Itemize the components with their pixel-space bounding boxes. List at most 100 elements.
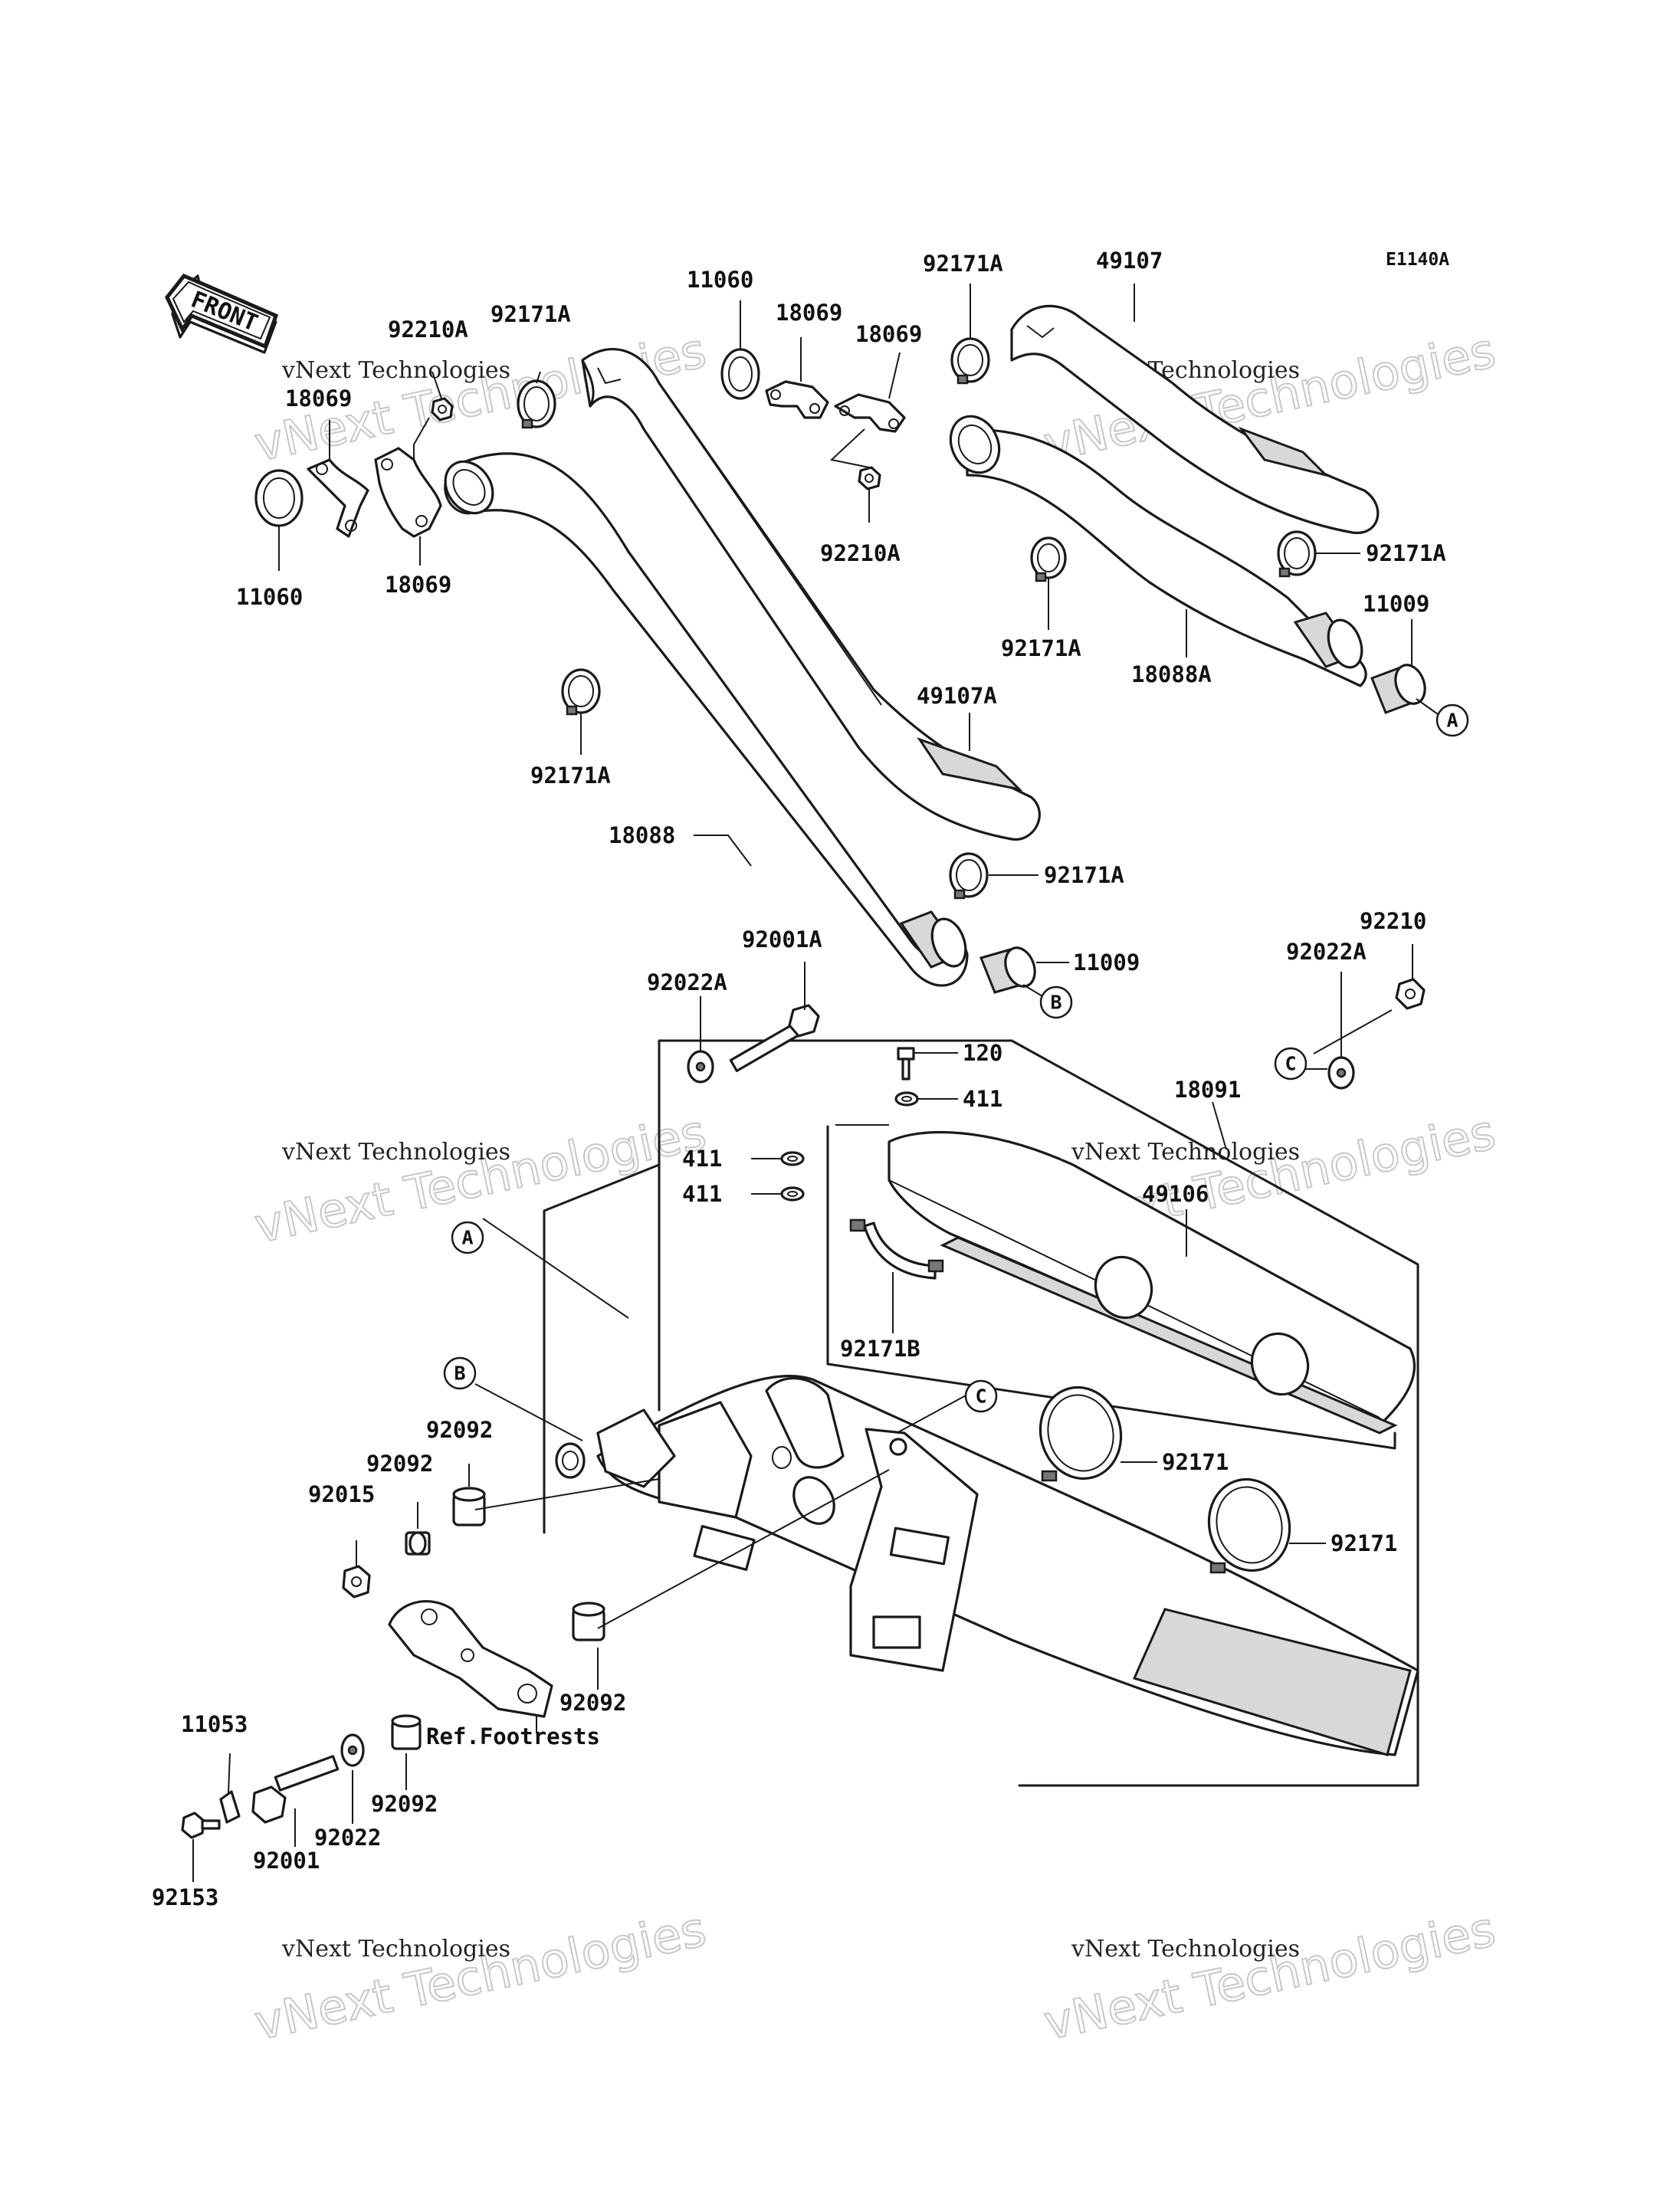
label-92001A: 92001A: [742, 926, 822, 953]
gasket-11060-top: [720, 348, 760, 400]
label-92171A: 92171A: [923, 251, 1003, 277]
label-18069: 18069: [385, 572, 451, 598]
muffler-18091: [543, 1039, 1419, 1787]
bushing-92092-d: [391, 1714, 422, 1750]
label-92092: 92092: [371, 1791, 438, 1817]
callout-C-top: C: [1274, 1047, 1308, 1080]
nut-92015: [342, 1565, 371, 1599]
svg-text:C: C: [1285, 1053, 1296, 1075]
nut-92210: [1395, 978, 1426, 1010]
label-411: 411: [963, 1086, 1002, 1112]
clamp-92171B: [849, 1218, 944, 1280]
bolt-120: [897, 1047, 915, 1080]
gasket-11060-left: [254, 469, 304, 527]
sleeve-11009-middle: [979, 946, 1036, 994]
label-120: 120: [963, 1040, 1002, 1066]
callout-A-top: A: [1436, 703, 1469, 737]
label-92171B: 92171B: [840, 1336, 920, 1362]
label-49107A: 49107A: [917, 683, 997, 709]
label-92022: 92022: [314, 1825, 381, 1851]
svg-text:vNext Technologies: vNext Technologies: [1039, 1900, 1500, 2051]
label-11060: 11060: [687, 267, 753, 293]
label-11053: 11053: [181, 1711, 248, 1737]
label-11009: 11009: [1363, 591, 1429, 617]
clamp-92171A-top-left: [517, 379, 556, 429]
clamp-92171-a: [1039, 1385, 1123, 1482]
leader-lines: [192, 284, 1413, 1882]
label-18069: 18069: [855, 321, 922, 347]
bolt-92001A: [729, 1004, 820, 1073]
callout-B-top: B: [1039, 985, 1073, 1019]
label-92022A: 92022A: [1286, 939, 1367, 965]
label-92171: 92171: [1331, 1530, 1397, 1556]
svg-text:A: A: [461, 1227, 473, 1249]
footrest-bracket: [388, 1600, 553, 1718]
label-92171A: 92171A: [1366, 540, 1446, 566]
label-92171A: 92171A: [1001, 635, 1081, 661]
label-18088: 18088: [609, 822, 675, 848]
watermark-text: vNext Technologies: [1071, 1936, 1300, 1963]
label-ref-footrests: Ref.Footrests: [426, 1723, 600, 1749]
clamp-92171A-middle: [1030, 536, 1067, 582]
washer-92022A-left: [687, 1050, 714, 1084]
flange-18069-top-b: [834, 393, 906, 433]
clamp-92171A-right: [1277, 530, 1317, 578]
nut-92210A-left: [431, 397, 454, 421]
svg-text:B: B: [454, 1362, 465, 1385]
sleeve-11009-right: [1370, 664, 1426, 714]
washer-411-top: [894, 1091, 919, 1107]
label-92092: 92092: [366, 1451, 433, 1477]
label-18069: 18069: [285, 385, 352, 412]
front-arrow-icon: FRONT: [165, 273, 279, 354]
heat-shield-49107: [1010, 304, 1380, 534]
exhaust-pipe-18088A: [949, 415, 1367, 687]
bushing-92092-a: [452, 1487, 486, 1526]
bushing-92092-b: [405, 1531, 431, 1556]
svg-text:vNext Technologies: vNext Technologies: [250, 1900, 710, 2051]
clamp-92171-b: [1207, 1477, 1291, 1574]
callout-A-lower: A: [451, 1221, 484, 1254]
callout-C-lower: C: [964, 1379, 998, 1413]
label-92153: 92153: [152, 1884, 218, 1910]
label-11060: 11060: [236, 584, 303, 610]
label-49107: 49107: [1096, 248, 1163, 274]
washer-411-a: [780, 1151, 805, 1166]
clamp-92171A-lower-left: [561, 668, 601, 716]
washer-92022: [340, 1733, 365, 1767]
label-92022A: 92022A: [647, 969, 727, 995]
label-92092: 92092: [559, 1690, 626, 1716]
label-18091: 18091: [1174, 1077, 1241, 1103]
svg-text:A: A: [1446, 710, 1458, 732]
flange-18069-top-a: [765, 380, 829, 419]
label-92210: 92210: [1360, 908, 1426, 934]
bolt-92001: [251, 1755, 340, 1824]
label-92210A: 92210A: [820, 540, 901, 566]
callout-B-lower: B: [443, 1356, 477, 1390]
watermark-text: vNext Technologies: [1071, 1139, 1300, 1166]
watermark-bottom-right: vNext Technologies: [1039, 1900, 1501, 2051]
plate-11053: [219, 1790, 241, 1824]
watermark-bottom-left: vNext Technologies: [249, 1900, 711, 2051]
watermark-text: vNext Technologies: [281, 1936, 510, 1963]
label-92092: 92092: [426, 1417, 493, 1443]
part-labels: 92210A 92171A 18069 11060 18069 11060 18…: [152, 248, 1446, 1910]
clamp-92171A-top: [950, 337, 990, 385]
label-411: 411: [682, 1181, 722, 1207]
clamp-92171A-center: [949, 852, 989, 900]
label-92171A: 92171A: [530, 762, 611, 789]
diagram-code: E1140A: [1386, 250, 1449, 270]
flange-18069-left-a: [307, 458, 369, 538]
watermark-text: vNext Technologies: [281, 357, 510, 384]
flange-18069-left-b: [374, 447, 442, 538]
label-18088A: 18088A: [1131, 661, 1212, 687]
label-411: 411: [682, 1146, 722, 1172]
label-92171A: 92171A: [1044, 862, 1124, 888]
svg-text:C: C: [975, 1385, 986, 1408]
bolt-92153: [181, 1812, 221, 1839]
label-49106: 49106: [1142, 1181, 1209, 1207]
watermark-text: vNext Technologies: [281, 1139, 510, 1166]
svg-text:B: B: [1050, 992, 1061, 1014]
exhaust-pipe-18088: [444, 452, 969, 987]
